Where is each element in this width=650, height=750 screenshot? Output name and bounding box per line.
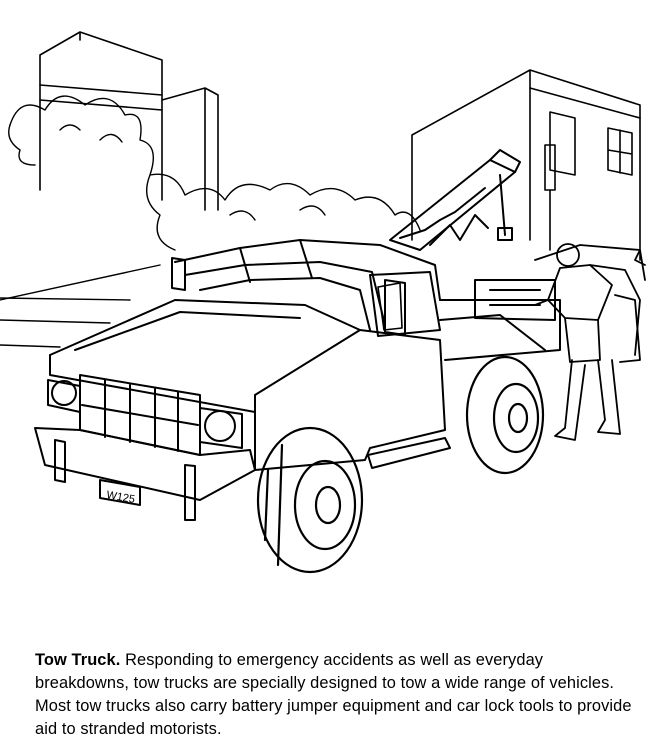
tow-truck-illustration: W125 <box>0 31 646 574</box>
front-wheel <box>256 426 364 574</box>
towed-car <box>534 244 646 363</box>
rear-wheel <box>465 355 545 475</box>
caption-body: Responding to emergency accidents as wel… <box>35 651 632 739</box>
caption-heading: Tow Truck. <box>35 651 121 670</box>
caption: Tow Truck. Responding to emergency accid… <box>35 649 635 741</box>
street <box>0 264 161 348</box>
crane-boom <box>389 149 521 251</box>
tow-truck <box>34 239 561 521</box>
building-right <box>411 69 641 261</box>
building-left <box>39 31 219 211</box>
trees <box>8 95 421 251</box>
license-plate-text: W125 <box>105 489 135 506</box>
mechanic-figure <box>534 243 641 441</box>
